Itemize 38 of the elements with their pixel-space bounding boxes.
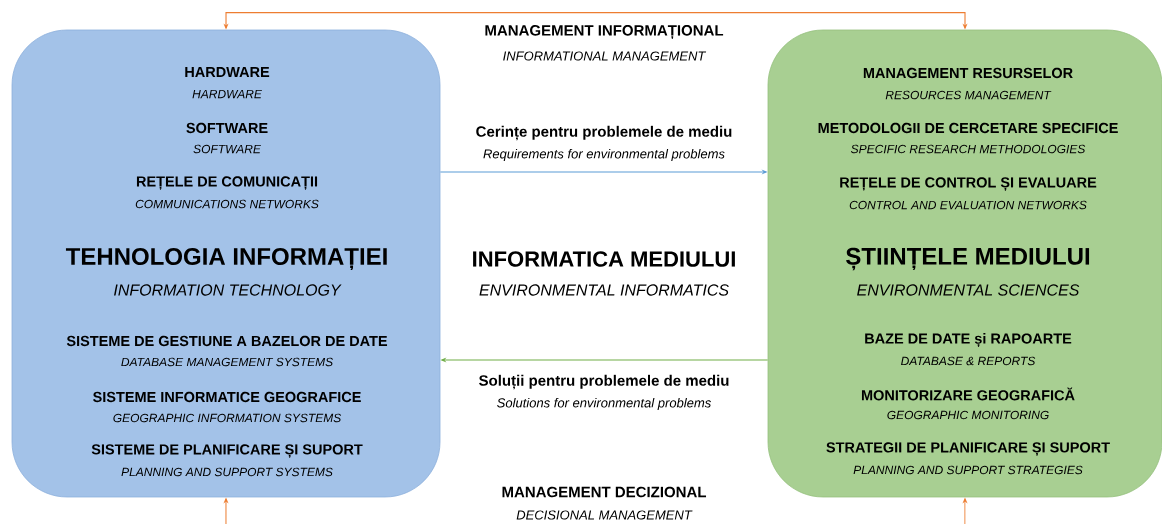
item-translation: GEOGRAPHIC INFORMATION SYSTEMS [113,413,342,423]
item-translation: GEOGRAPHIC MONITORING [887,410,1049,420]
item-heading: SISTEME DE PLANIFICARE ȘI SUPORT [91,444,363,458]
item-translation: SPECIFIC RESEARCH METHODOLOGIES [851,144,1086,154]
item-heading: BAZE DE DATE și RAPOARTE [865,333,1072,347]
item-heading: SISTEME DE GESTIUNE A BAZELOR DE DATE [66,335,388,347]
arrow-label: Cerințe pentru problemele de mediu [476,125,732,141]
center-subtitle: ENVIRONMENTAL INFORMATICS [479,284,729,296]
flow-heading: MANAGEMENT DECIZIONAL [502,486,706,498]
item-translation: DATABASE & REPORTS [901,356,1036,366]
box-title: ȘTIINȚELE MEDIULUI [846,247,1090,271]
item-heading: MANAGEMENT RESURSELOR [863,67,1073,79]
flow-translation: INFORMATIONAL MANAGEMENT [503,51,707,61]
item-heading: SISTEME INFORMATICE GEOGRAFICE [93,391,361,403]
item-translation: COMMUNICATIONS NETWORKS [135,199,319,209]
item-heading: REȚELE DE COMUNICAȚII [136,176,318,190]
item-translation: RESOURCES MANAGEMENT [885,90,1052,100]
item-translation: PLANNING AND SUPPORT SYSTEMS [121,467,333,477]
item-translation: DATABASE MANAGEMENT SYSTEMS [121,357,333,367]
flow-heading: MANAGEMENT INFORMAȚIONAL [485,25,724,39]
box-subtitle: INFORMATION TECHNOLOGY [114,284,342,296]
item-heading: SOFTWARE [186,122,268,134]
center-title: INFORMATICA MEDIULUI [473,251,735,267]
arrow-label: Soluții pentru problemele de mediu [479,374,729,390]
item-translation: PLANNING AND SUPPORT STRATEGIES [853,465,1083,475]
arrow-label-translation: Requirements for environmental problems [483,148,725,162]
item-translation: HARDWARE [192,89,262,99]
box-title: TEHNOLOGIA INFORMAȚIEI [65,247,387,271]
item-translation: CONTROL AND EVALUATION NETWORKS [849,200,1087,210]
item-heading: MONITORIZARE GEOGRAFICĂ [861,387,1075,401]
flow-translation: DECISIONAL MANAGEMENT [516,510,693,520]
item-heading: STRATEGII DE PLANIFICARE ȘI SUPORT [826,442,1110,456]
box-subtitle: ENVIRONMENTAL SCIENCES [857,284,1080,296]
item-translation: SOFTWARE [193,144,261,154]
item-heading: HARDWARE [185,67,270,77]
arrow-label-translation: Solutions for environmental problems [497,397,711,411]
item-heading: METODOLOGII DE CERCETARE SPECIFICE [818,122,1118,134]
item-heading: REȚELE DE CONTROL ȘI EVALUARE [840,177,1097,191]
